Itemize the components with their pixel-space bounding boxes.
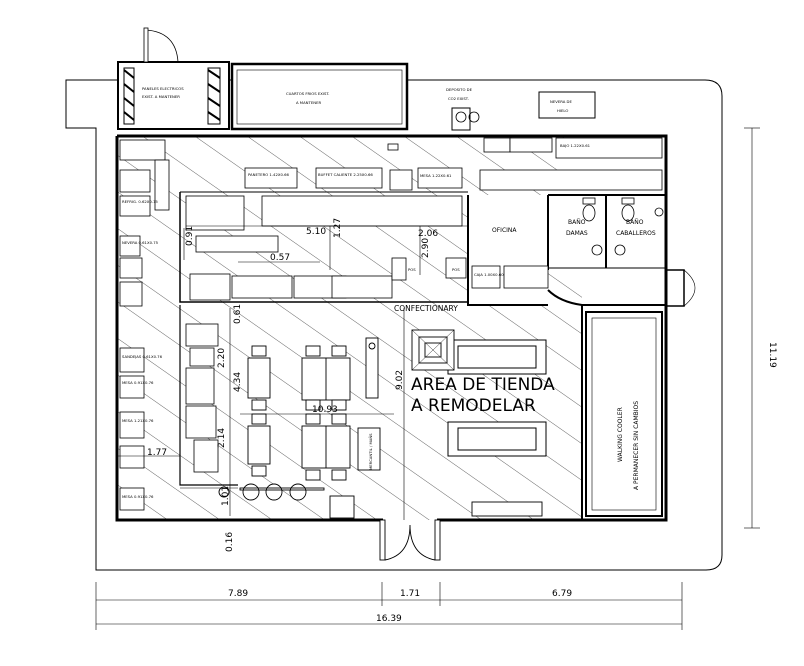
dim-434: 4.34 (233, 372, 243, 392)
paneles-line-1: PANELES ELECTRICOS (142, 86, 184, 91)
bano-caballeros-2: CABALLEROS (616, 230, 656, 237)
dim-right-total: 11.19 (767, 342, 777, 368)
fixture-label-12: POS (452, 267, 460, 272)
dim-bottom-total: 16.39 (376, 614, 402, 624)
dim-127: 1.27 (333, 218, 343, 238)
svg-text:DEPOSITO DE: DEPOSITO DE (446, 87, 473, 92)
ice-fridge-box (538, 91, 596, 119)
dimension-lines (95, 127, 760, 630)
nevera-line-2: HIELO (557, 108, 568, 113)
dim-bottom-mid: 1.71 (400, 589, 420, 599)
dim-061: 0.61 (233, 304, 243, 324)
cuartos-line-1: CUARTOS FRIOS EXIST. (286, 91, 329, 96)
cold-rooms (230, 62, 409, 131)
fixture-label-2: SANDEJAS 0.61X0.76 (122, 354, 163, 359)
fixture-label-3: MESA 0.91X0.76 (122, 380, 154, 385)
fixture-label-10: CAJA 1.00X0.60 (474, 272, 504, 277)
svg-text:A REMODELAR: A REMODELAR (411, 396, 536, 416)
svg-text:BAÑO: BAÑO (626, 219, 644, 226)
deposito-line-2: CO2 EXIST. (448, 96, 469, 101)
dim-1093: 10.93 (312, 405, 338, 415)
fixture-label-7: BUFFET CALIENTE 2.25X0.66 (318, 172, 373, 177)
electric-panels-room (117, 27, 230, 130)
fixture-label-4: MESA 1.21X0.76 (122, 418, 154, 423)
svg-text:WALKING COOLER: WALKING COOLER (617, 407, 624, 462)
svg-text:CABALLEROS: CABALLEROS (616, 230, 656, 237)
equipment (119, 137, 663, 511)
fixture-label-6: PANETERO 1.42X0.66 (248, 172, 290, 177)
dim-902: 9.02 (395, 370, 405, 390)
svg-text:BAÑO: BAÑO (568, 219, 586, 226)
walking-cooler (585, 311, 663, 517)
svg-text:AREA DE TIENDA: AREA DE TIENDA (411, 375, 555, 395)
dim-101: 1.01 (221, 486, 231, 506)
right-door-wall (666, 269, 685, 307)
bathroom-fixtures (582, 197, 664, 256)
co2-deposit (451, 107, 480, 131)
svg-text:PANELES ELECTRICOS: PANELES ELECTRICOS (142, 86, 184, 91)
svg-text:CUARTOS FRIOS EXIST.: CUARTOS FRIOS EXIST. (286, 91, 329, 96)
bano-damas-2: DAMAS (566, 230, 588, 237)
dim-510: 5.10 (306, 227, 326, 237)
dim-206: 2.06 (418, 229, 438, 239)
area-tienda-line-1: AREA DE TIENDA (411, 375, 555, 395)
confectionary-label: CONFECTIONARY (394, 304, 458, 313)
bano-damas-1: BAÑO (568, 219, 586, 226)
dim-177: 1.77 (147, 448, 167, 458)
nevera-line-1: NEVERA DE (550, 99, 572, 104)
building-wall (115, 134, 668, 522)
cuartos-line-2: A MANTENER (296, 100, 321, 105)
fixture-labels: NEVERA 0.61X0.75 REFRIG. 0.62X0.75 SANDE… (122, 143, 591, 499)
fixture-label-9: BAJO 1.22X0.61 (560, 143, 591, 148)
fixture-label-1: REFRIG. 0.62X0.75 (122, 199, 158, 204)
svg-text:HIELO: HIELO (557, 108, 568, 113)
deposito-line-1: DEPOSITO DE (446, 87, 473, 92)
walking-cooler-line-2: A PERMANECER SIN CAMBIOS (633, 401, 640, 490)
dining-tables (247, 337, 543, 519)
dimension-text: 7.89 1.71 6.79 16.39 11.19 5.10 2.06 1.2… (147, 218, 777, 624)
area-tienda-line-2: A REMODELAR (411, 396, 536, 416)
fixture-label-11: POS (408, 267, 416, 272)
mercantil-label: MERCANTIL / MAÑS (368, 433, 373, 470)
svg-text:CO2 EXIST.: CO2 EXIST. (448, 96, 469, 101)
dim-bottom-right: 6.79 (552, 589, 572, 599)
fixture-label-0: NEVERA 0.61X0.75 (122, 240, 159, 245)
site-outline (65, 79, 723, 571)
display-fixture (411, 329, 455, 371)
svg-text:A PERMANECER SIN CAMBIOS: A PERMANECER SIN CAMBIOS (633, 401, 640, 490)
dim-290: 2.90 (421, 238, 431, 258)
dim-091: 0.91 (185, 226, 195, 246)
dim-214: 2.14 (217, 428, 227, 448)
bar-stools (218, 483, 325, 501)
fixture-label-5: MESA 0.91X0.76 (122, 494, 154, 499)
dim-220: 2.20 (217, 348, 227, 368)
dim-016: 0.16 (225, 532, 235, 552)
svg-text:NEVERA DE: NEVERA DE (550, 99, 572, 104)
fixture-label-8: MESA 1.22X0.61 (420, 173, 452, 178)
svg-text:EXIST. A MANTENER: EXIST. A MANTENER (142, 94, 180, 99)
oficina-label: OFICINA (492, 227, 517, 234)
dim-057: 0.57 (270, 253, 290, 263)
svg-text:A MANTENER: A MANTENER (296, 100, 321, 105)
bano-caballeros-1: BAÑO (626, 219, 644, 226)
room-labels: PANELES ELECTRICOS EXIST. A MANTENER CUA… (142, 86, 656, 490)
entry-doors (379, 519, 441, 561)
paneles-line-2: EXIST. A MANTENER (142, 94, 180, 99)
interior-walls (179, 191, 666, 520)
svg-text:DAMAS: DAMAS (566, 230, 588, 237)
dim-bottom-left: 7.89 (228, 589, 248, 599)
gondolas (447, 339, 547, 457)
walking-cooler-line-1: WALKING COOLER (617, 407, 624, 462)
